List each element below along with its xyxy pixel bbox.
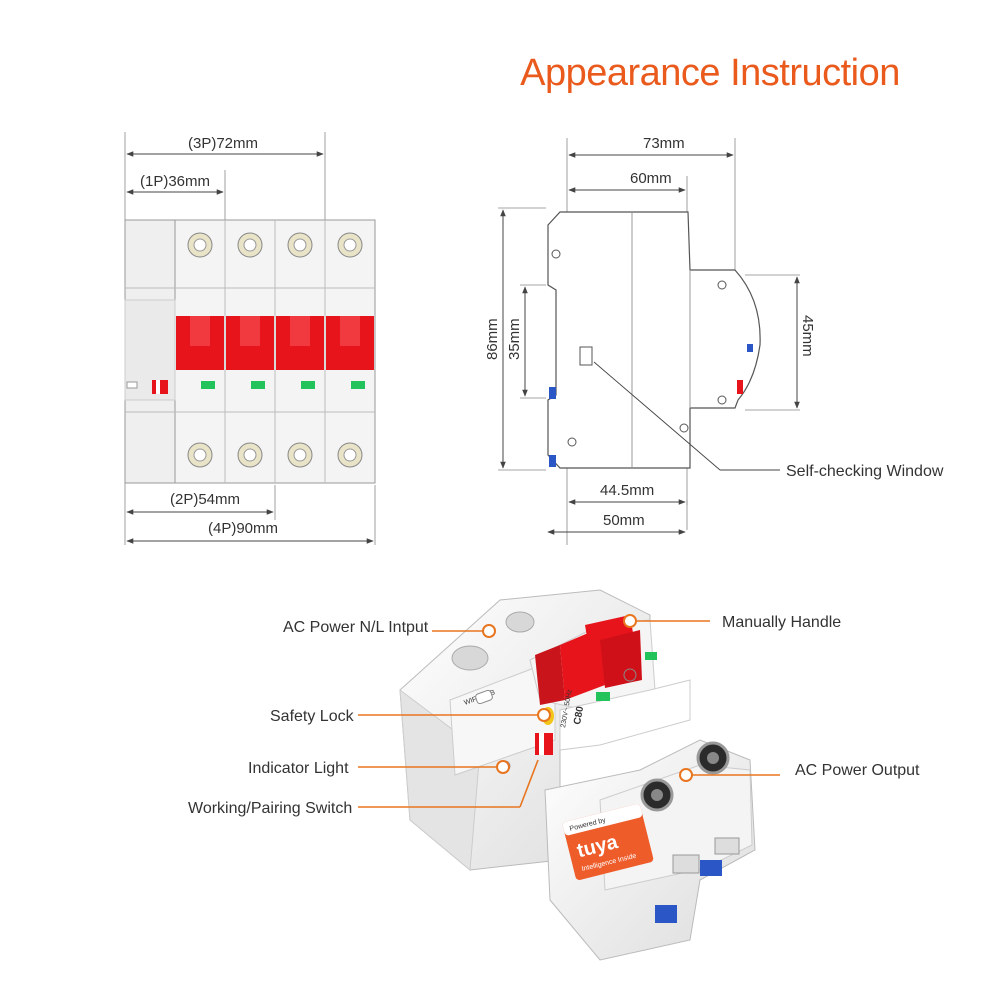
callout-dot-safety-lock: [537, 708, 551, 722]
side-body-outline: [547, 211, 761, 469]
model-text: C80: [572, 705, 586, 725]
callouts: AC Power N/L Intput Manually Handle Safe…: [188, 614, 920, 817]
dim-1p-text: (1P)36mm: [140, 173, 210, 190]
dim-73-text: 73mm: [643, 135, 685, 152]
callout-dot-ac-input: [482, 624, 496, 638]
dim-35-text: 35mm: [506, 318, 523, 360]
dim-3p-text: (3P)72mm: [188, 135, 258, 152]
callout-dot-handle: [623, 614, 637, 628]
dim-86-text: 86mm: [484, 318, 501, 360]
din-clip-top: [549, 387, 556, 399]
green-window-1: [596, 692, 610, 701]
terminals-bottom: [187, 442, 363, 468]
self-checking-window: [579, 346, 593, 366]
dim-45-text: 45mm: [799, 315, 816, 357]
front-view-drawing: (3P)72mm (1P)36mm (2P)54mm (4P)90mm: [124, 132, 376, 545]
tuya-badge: Powered by tuya Intelligence Inside: [562, 804, 654, 880]
callout-indicator-light: Indicator Light: [248, 760, 349, 777]
dim-4p-text: (4P)90mm: [208, 520, 278, 537]
handles-front: [176, 316, 374, 370]
clip-blue-2: [655, 905, 677, 923]
side-handle-tip: [737, 380, 743, 394]
callout-ac-output: AC Power Output: [795, 762, 920, 779]
side-view-drawing: 73mm 60mm 44.5mm 50mm 86mm 35mm 45mm Sel…: [484, 135, 944, 545]
self-checking-window-label: Self-checking Window: [786, 463, 944, 480]
callout-safety-lock: Safety Lock: [270, 708, 355, 725]
product-illustration: WIFI MCB 230V~ 50Hz C80: [399, 589, 756, 961]
callout-switch: Working/Pairing Switch: [188, 800, 352, 817]
terminals-top: [187, 232, 363, 258]
indicators-front: [201, 381, 365, 389]
dim-2p-text: (2P)54mm: [170, 491, 240, 508]
dim-50-text: 50mm: [603, 512, 645, 529]
callout-dot-indicator: [496, 760, 510, 774]
callout-ac-input: AC Power N/L Intput: [283, 619, 429, 636]
callout-dot-ac-output: [679, 768, 693, 782]
dim-60-text: 60mm: [630, 170, 672, 187]
page-title: Appearance Instruction: [520, 52, 900, 94]
dim-44-5-text: 44.5mm: [600, 482, 654, 499]
green-window-2: [645, 652, 657, 660]
callout-manual-handle: Manually Handle: [722, 614, 841, 631]
din-clip-bottom: [549, 455, 556, 467]
clip-blue-1: [700, 860, 722, 876]
